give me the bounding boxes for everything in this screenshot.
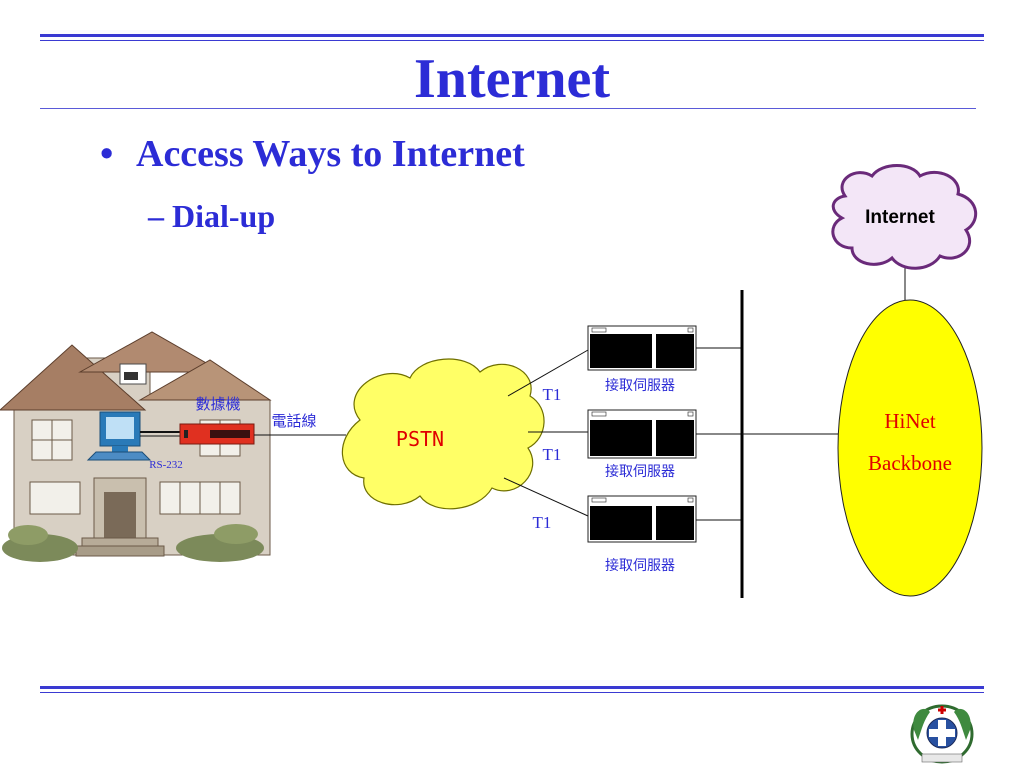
internet-cloud-label: Internet xyxy=(865,207,935,228)
server-icon-1 xyxy=(587,325,697,371)
bullet-marker: • xyxy=(100,133,114,175)
modem-label: 數據機 xyxy=(195,395,240,413)
server-label-1: 接取伺服器 xyxy=(605,377,675,394)
hinet-backbone xyxy=(837,299,983,597)
t1-link-3 xyxy=(503,477,589,517)
server-label-3: 接取伺服器 xyxy=(605,557,675,574)
house-with-computer-illustration xyxy=(0,331,272,562)
bullet-text: Access Ways to Internet xyxy=(136,133,525,175)
t1-label-1: T1 xyxy=(543,385,562,404)
internet-cloud xyxy=(831,164,977,270)
top-rule-thin xyxy=(40,40,984,41)
t1-label-3: T1 xyxy=(533,513,552,532)
phone-line-label: 電話線 xyxy=(271,412,316,430)
bullet-item: • Access Ways to Internet xyxy=(100,130,525,178)
serial-label: RS-232 xyxy=(149,459,183,471)
backbone-label-line1: HiNet xyxy=(884,409,935,433)
slide-title: Internet xyxy=(414,48,610,110)
bottom-rule-thin xyxy=(40,692,984,693)
subbullet-item: – Dial-up xyxy=(148,196,275,236)
modem-icon xyxy=(179,423,255,445)
subbullet-text: Dial-up xyxy=(172,198,276,234)
school-emblem-logo xyxy=(910,704,974,764)
subbullet-marker: – xyxy=(148,198,164,234)
title-underline xyxy=(40,108,976,109)
computer-icon xyxy=(86,411,152,461)
bottom-rule-thick xyxy=(40,686,984,689)
pstn-label: PSTN xyxy=(396,427,444,451)
pstn-cloud xyxy=(341,358,545,510)
backbone-label-line2: Backbone xyxy=(868,451,952,475)
t1-link-1 xyxy=(507,349,589,397)
server-icon-2 xyxy=(587,409,697,459)
server-label-2: 接取伺服器 xyxy=(605,463,675,480)
t1-label-2: T1 xyxy=(543,445,562,464)
top-rule-thick xyxy=(40,34,984,37)
server-icon-3 xyxy=(587,495,697,543)
